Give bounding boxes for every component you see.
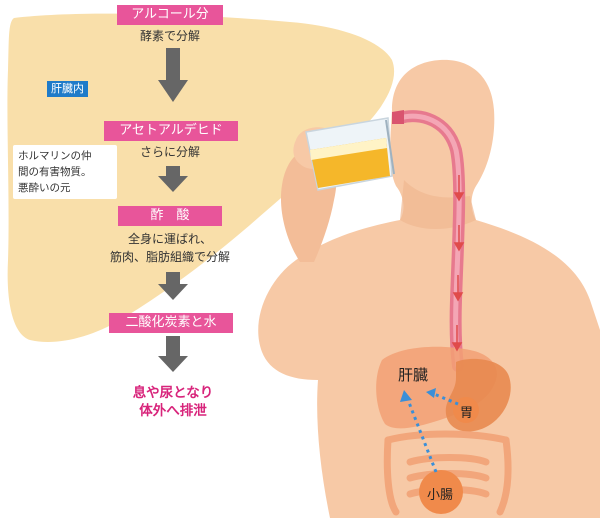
arrow-head-intestine [400,390,412,402]
step-acetaldehyde-label: アセトアルデヒド [104,121,238,141]
liver-background [7,13,395,342]
flow-arrow-3 [158,272,188,300]
final-excretion-line2: 体外へ排泄 [139,403,207,419]
step-alcohol-note: 酵素で分解 [139,29,200,43]
human-body [258,59,600,518]
side-note-line2: 間の有害物質。 [18,166,92,178]
step-co2-water-label: 二酸化炭素と水 [109,313,233,333]
stomach-marker [453,397,479,423]
small-intestine-organ [419,470,463,514]
absorption-arrows [406,392,459,473]
flow-arrow-2 [158,166,188,192]
beer-glass [305,117,395,191]
step-acetic-acid-note-2: 筋肉、脂肪組織で分解 [109,250,230,264]
arrow-intestine-to-liver [406,399,438,473]
body-torso [258,59,600,518]
body-liver-label: 肝臓 [398,366,429,384]
liver-tag: 肝臓内 [47,81,88,97]
step-alcohol-label: アルコール分 [117,5,223,25]
side-note-line3: 悪酔いの元 [18,182,71,194]
body-stomach-label: 胃 [460,406,474,421]
step-acetic-acid-label: 酢 酸 [118,206,222,226]
arrow-stomach-to-liver [433,392,459,406]
flow-arrow-4 [158,336,188,372]
step-acetic-acid-note-1: 全身に運ばれ、 [127,232,213,246]
arrow-head-stomach [426,388,436,398]
body-small-intestine-label: 小腸 [427,488,454,503]
intestines [383,430,512,516]
final-excretion-line1: 息や尿となり [132,385,214,401]
step-acetaldehyde-note: さらに分解 [139,145,200,159]
side-note-line1: ホルマリンの仲 [18,150,92,162]
mouth [392,110,404,124]
flow-arrow-1 [158,48,188,102]
esophagus-inner [397,113,462,369]
esophagus-flow-arrows [451,175,465,352]
flow-arrows [158,48,188,372]
acetaldehyde-side-note: ホルマリンの仲 間の有害物質。 悪酔いの元 [13,145,117,199]
